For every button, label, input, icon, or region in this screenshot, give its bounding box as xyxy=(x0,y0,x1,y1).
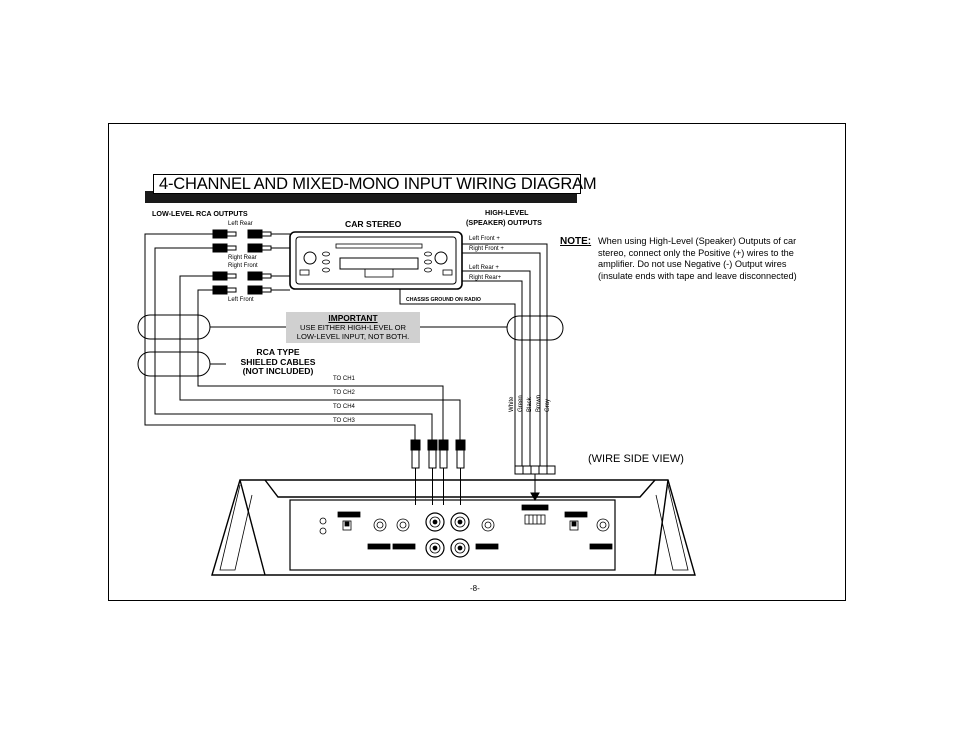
hl-left-front-label: Left Front + xyxy=(469,236,500,242)
to-ch4-label: TO CH4 xyxy=(333,404,355,410)
hl-left-rear-label: Left Rear + xyxy=(469,265,499,271)
amp-control-panel xyxy=(319,504,613,558)
high-level-label-line2: (SPEAKER) OUTPUTS xyxy=(466,218,542,227)
amplifier-chassis xyxy=(211,479,696,576)
left-front-label: Left Front xyxy=(228,297,254,303)
rca-plug-left-rear xyxy=(212,229,272,239)
to-ch2-label: TO CH2 xyxy=(333,390,355,396)
hl-right-front-label: Right Front + xyxy=(469,246,504,252)
to-ch1-label: TO CH1 xyxy=(333,376,355,382)
car-stereo-unit xyxy=(289,231,463,290)
rca-label-line2: SHIELED CABLES xyxy=(240,356,316,367)
hl-right-rear-label: Right Rear+ xyxy=(469,275,502,281)
title-underbar xyxy=(145,191,577,203)
wire-color-gray: Gray xyxy=(545,398,551,412)
rca-label-line3: (NOT INCLUDED) xyxy=(242,366,314,377)
rca-label-line1: RCA TYPE xyxy=(256,347,300,357)
low-level-outputs-label: LOW-LEVEL RCA OUTPUTS xyxy=(152,209,248,218)
important-title: IMPORTANT xyxy=(328,313,378,323)
chassis-ground-label: CHASSIS GROUND ON RADIO xyxy=(406,297,481,303)
wire-side-view-label: (WIRE SIDE VIEW) xyxy=(588,453,684,465)
rca-output-plugs xyxy=(212,229,272,295)
note-text: When using High-Level (Speaker) Outputs … xyxy=(598,236,797,281)
important-line1: USE EITHER HIGH-LEVEL OR xyxy=(299,323,407,332)
right-rear-label: Right Rear xyxy=(228,255,257,261)
wire-color-black: Black xyxy=(527,397,533,412)
left-rear-label: Left Rear xyxy=(228,221,253,227)
wire-color-brown: Brown xyxy=(536,394,542,412)
page-frame xyxy=(108,123,846,601)
page-number: -8- xyxy=(470,584,480,593)
note-label: NOTE: xyxy=(560,236,592,247)
important-line2: LOW-LEVEL INPUT, NOT BOTH. xyxy=(296,331,410,341)
wire-color-green: Green xyxy=(518,395,524,412)
wire-color-white: White xyxy=(509,396,515,412)
diagram-title: 4-CHANNEL AND MIXED-MONO INPUT WIRING DI… xyxy=(153,174,597,194)
to-ch3-label: TO CH3 xyxy=(333,418,355,424)
speaker-wires xyxy=(399,243,548,466)
harness-connector xyxy=(514,465,556,502)
rca-plug-left-front xyxy=(212,285,272,295)
car-stereo-label: CAR STEREO xyxy=(345,219,402,229)
right-front-label: Right Front xyxy=(228,263,258,269)
bundle-markers xyxy=(137,314,564,377)
rca-plug-right-front xyxy=(212,271,272,281)
rca-wires xyxy=(144,233,461,440)
rca-plug-right-rear xyxy=(212,243,272,253)
rca-cable-label: RCA TYPE SHIELED CABLES (NOT INCLUDED) xyxy=(218,347,338,377)
amp-rca-plugs xyxy=(410,439,466,505)
high-level-label-line1: HIGH-LEVEL xyxy=(485,208,529,217)
important-callout: IMPORTANT USE EITHER HIGH-LEVEL OR LOW-L… xyxy=(286,312,420,343)
important-text: USE EITHER HIGH-LEVEL OR LOW-LEVEL INPUT… xyxy=(286,323,420,341)
